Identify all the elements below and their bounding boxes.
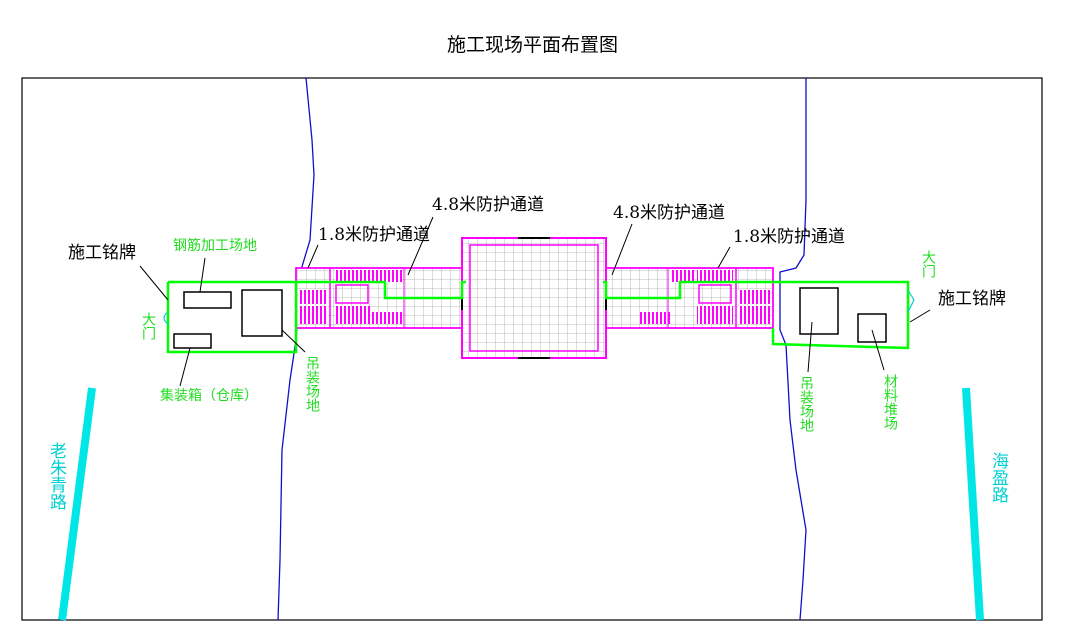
label-channel-18-left: 1.8米防护通道 xyxy=(318,225,430,245)
stripe-block xyxy=(738,290,770,304)
label-material-yard: 材料堆场 xyxy=(882,374,898,431)
leader-line xyxy=(611,223,633,276)
label-lift-right: 吊装场地 xyxy=(798,376,814,432)
road-left xyxy=(58,387,96,621)
lift-yard-left-box xyxy=(241,289,283,337)
leader-line xyxy=(871,329,885,371)
stripe-block xyxy=(697,270,733,282)
label-container: 集装箱（仓库） xyxy=(160,387,258,404)
label-rebar-yard: 钢筋加工场地 xyxy=(173,237,257,254)
label-road-left: 老朱青路 xyxy=(46,442,67,510)
site-boundary-left-yard xyxy=(166,282,298,354)
drawing-title: 施工现场平面布置图 xyxy=(446,34,618,56)
material-yard-box xyxy=(857,313,887,343)
lift-yard-right-box xyxy=(799,287,839,335)
stripe-block xyxy=(298,290,328,304)
label-channel-48-right: 4.8米防护通道 xyxy=(613,203,725,223)
label-channel-18-right: 1.8米防护通道 xyxy=(733,227,845,247)
road-right xyxy=(962,387,984,621)
stripe-block xyxy=(335,270,370,282)
leader-line xyxy=(179,347,191,387)
label-sign-left: 施工铭牌 xyxy=(68,243,136,263)
gate-left-symbol xyxy=(163,311,169,325)
stripe-block xyxy=(738,306,770,324)
stripe-block xyxy=(372,312,402,324)
leader-line xyxy=(407,216,434,276)
stripe-block xyxy=(335,306,370,324)
leader-line xyxy=(199,257,206,293)
site-boundary xyxy=(603,280,773,300)
channel-inner-box xyxy=(335,284,369,304)
channel-inner-box xyxy=(698,284,732,304)
label-road-right: 海盈路 xyxy=(988,452,1009,503)
site-boundary-right-yard xyxy=(771,280,910,350)
label-sign-right: 施工铭牌 xyxy=(938,289,1006,309)
label-channel-48-left: 4.8米防护通道 xyxy=(432,195,544,215)
label-gate-right: 大门 xyxy=(920,250,936,279)
gate-right-symbol xyxy=(907,289,915,313)
stripe-block xyxy=(298,306,328,324)
leader-line xyxy=(909,309,931,323)
label-gate-left: 大门 xyxy=(140,312,156,341)
drawing-frame xyxy=(21,77,1043,621)
stripe-block xyxy=(697,306,733,324)
stripe-block xyxy=(640,312,670,324)
site-boundary xyxy=(168,280,466,300)
leader-line xyxy=(307,244,319,269)
stripe-block xyxy=(670,270,694,282)
central-platform-inner xyxy=(469,244,599,352)
leader-line xyxy=(281,329,306,353)
river-right-bank xyxy=(779,78,807,621)
container-box xyxy=(173,333,212,349)
stripe-block xyxy=(372,270,402,282)
leader-line xyxy=(717,246,731,269)
central-platform xyxy=(462,238,606,358)
leader-line xyxy=(139,265,169,301)
label-lift-left: 吊装场地 xyxy=(304,356,320,412)
leader-line xyxy=(807,321,813,373)
rebar-yard-box xyxy=(183,291,232,309)
